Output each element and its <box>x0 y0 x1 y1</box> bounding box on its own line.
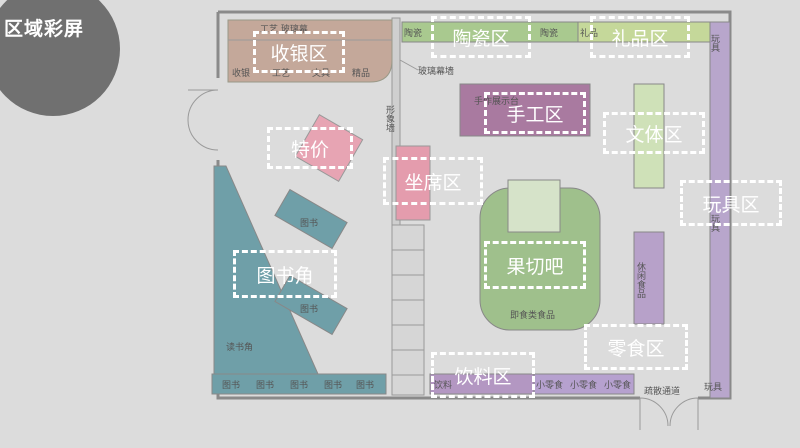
cashier-label-a: 收银 <box>232 67 250 79</box>
zone-handicraft: 手工区 <box>484 92 586 134</box>
image-wall-label: 形象墙 <box>384 104 395 133</box>
zone-gifts: 礼品区 <box>590 16 690 58</box>
snack-shelf-label-2: 小零食 <box>570 379 597 391</box>
toy-shelf <box>709 21 731 399</box>
snack-shelf-label-1: 小零食 <box>536 379 563 391</box>
book-shelf-label-2: 图书 <box>256 380 274 391</box>
zone-special: 特价 <box>267 127 353 169</box>
entrance-door <box>187 89 219 151</box>
reading-corner-label: 读书角 <box>226 341 253 353</box>
book-table-2 <box>274 274 348 336</box>
emergency-exit-label: 疏散通道 <box>644 385 680 397</box>
gift-shelf-label: 礼品 <box>580 27 598 39</box>
zone-cashier: 收银区 <box>253 31 345 73</box>
fruit-prep-table <box>507 179 561 233</box>
cashier-label-b: 工艺 <box>272 68 290 79</box>
snack-shelf-label-3: 小零食 <box>604 379 631 391</box>
ceramic-shelf-label: 陶瓷 <box>404 27 422 39</box>
cashier-counter <box>227 19 393 83</box>
toy-shelf-label: 玩具 <box>709 34 720 53</box>
zone-toys: 玩具区 <box>680 180 782 226</box>
stationery-shelf <box>633 83 665 189</box>
zone-ceramics: 陶瓷区 <box>431 16 531 58</box>
zone-stationery: 文体区 <box>603 112 705 154</box>
book-table-1 <box>274 188 348 250</box>
book-shelf-label-1: 图书 <box>222 380 240 391</box>
book-shelf-label-5: 图书 <box>356 380 374 391</box>
corridor-panels <box>391 224 425 396</box>
zone-fruit: 果切吧 <box>484 241 586 289</box>
book-table-label-2: 图书 <box>300 304 318 315</box>
zone-seating: 坐席区 <box>383 157 483 205</box>
drink-shelf-label: 饮料 <box>434 379 452 391</box>
book-shelf-label-3: 图书 <box>290 380 308 391</box>
title-badge: 区域彩屏 <box>0 0 120 116</box>
book-shelf-bottom <box>211 373 387 395</box>
instant-food-label: 即食类食品 <box>510 309 555 321</box>
book-table-label-1: 图书 <box>300 218 318 229</box>
leisure-food-label: 休闲食品 <box>635 261 646 299</box>
title-badge-text: 区域彩屏 <box>4 18 85 40</box>
glass-wall-label: 玻璃幕墙 <box>418 65 454 77</box>
zone-books: 图书角 <box>233 250 337 298</box>
cashier-label-d: 精品 <box>352 67 370 79</box>
exit-door <box>639 397 699 430</box>
book-shelf-label-4: 图书 <box>324 380 342 391</box>
zone-drinks: 饮料区 <box>431 352 535 398</box>
zone-snacks: 零食区 <box>584 324 688 370</box>
ceramic-shelf-label-2: 陶瓷 <box>540 27 558 39</box>
toy-shelf-label-3: 玩具 <box>704 382 722 393</box>
